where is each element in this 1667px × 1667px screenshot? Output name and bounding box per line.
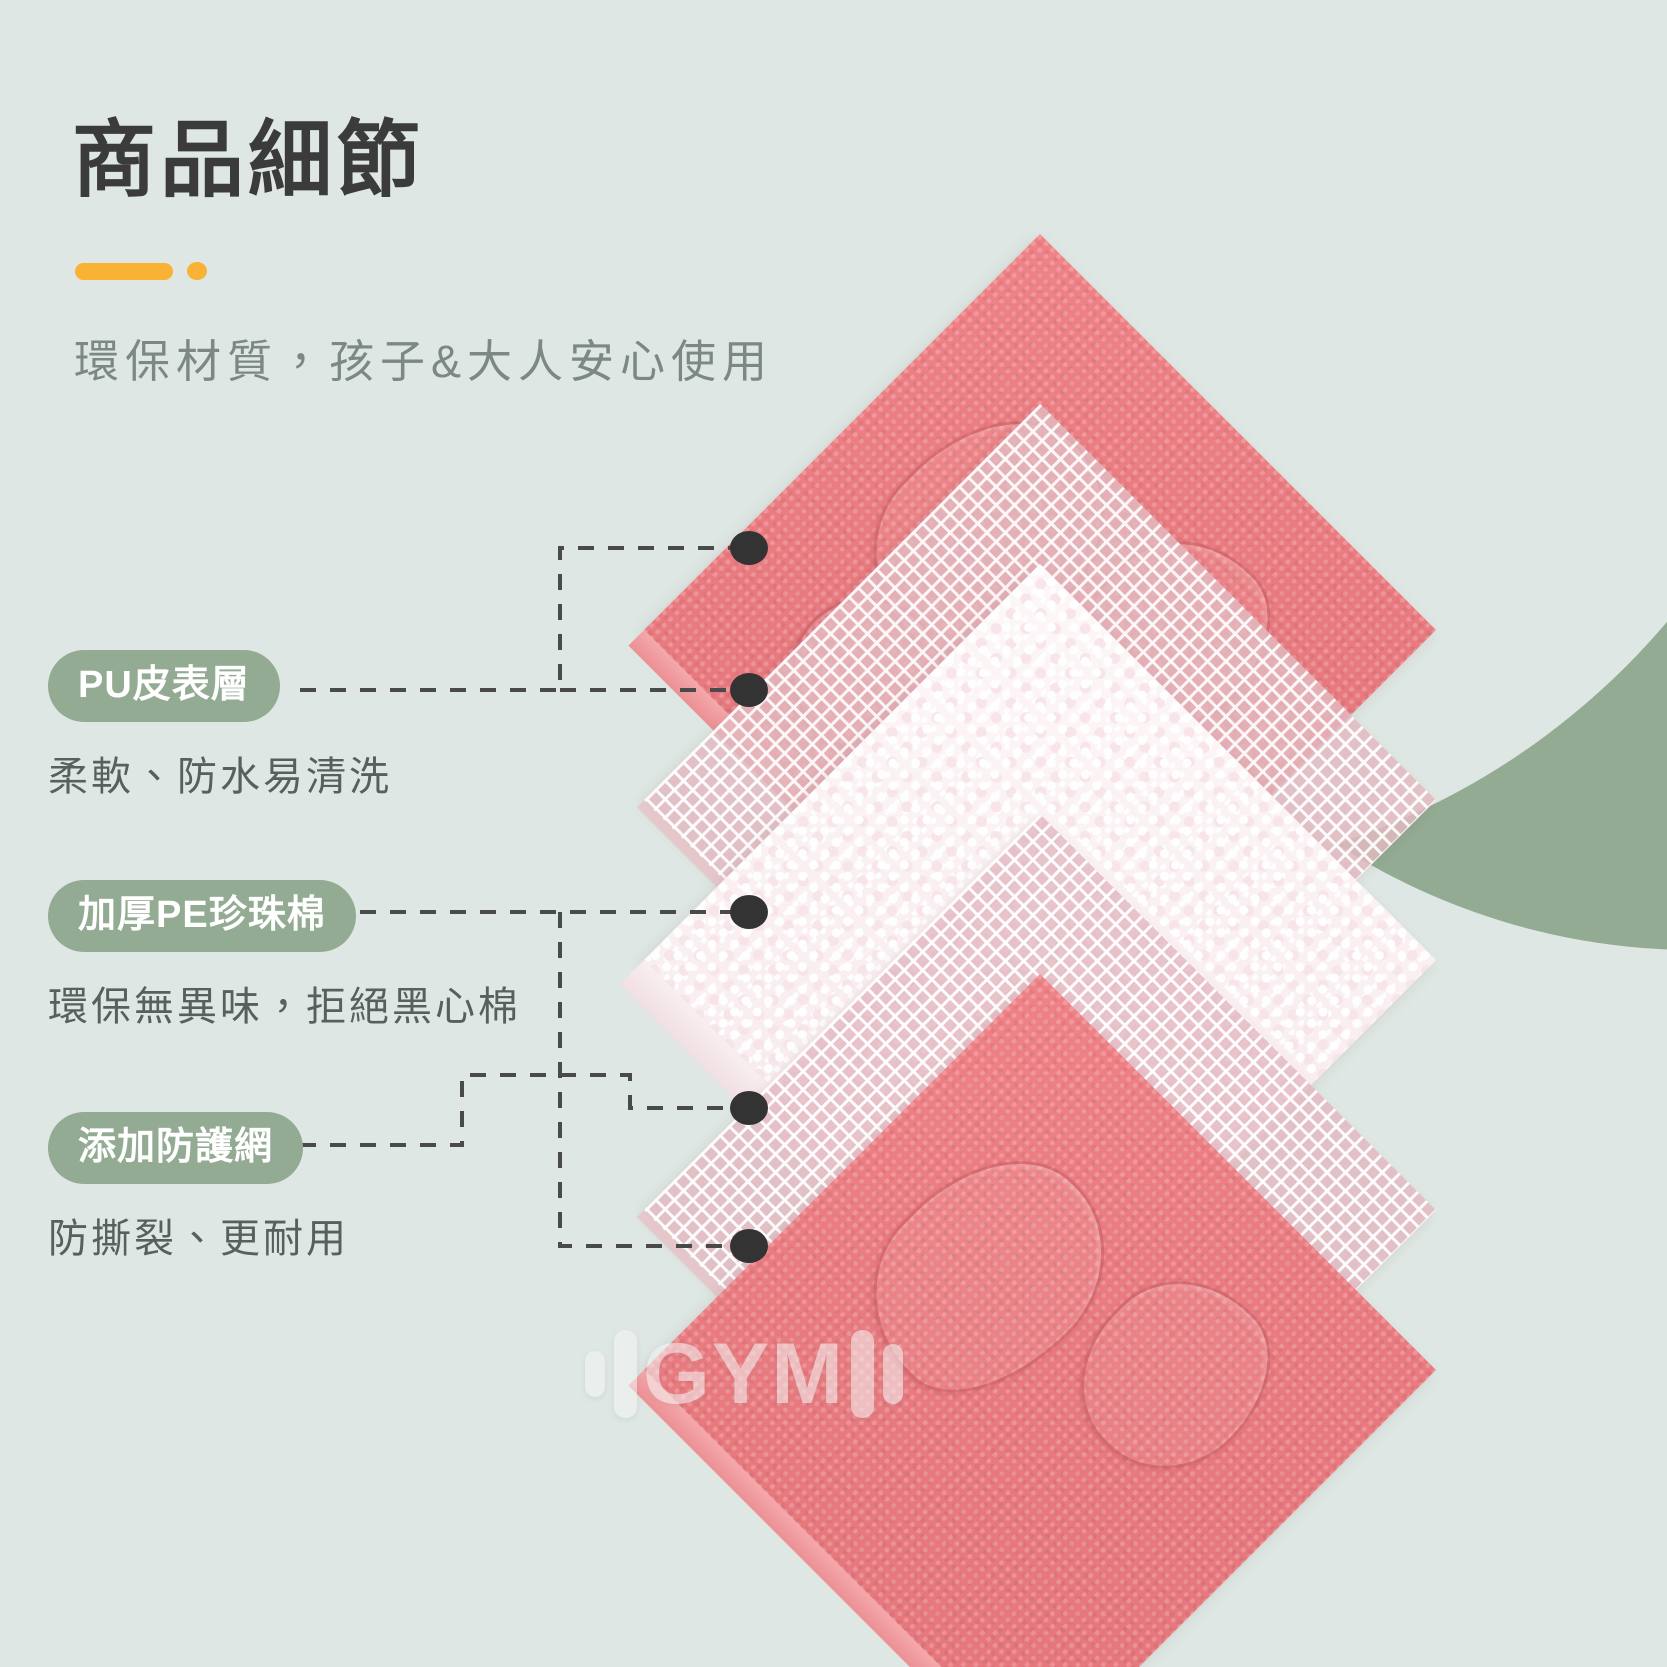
callout-badge-3[interactable]: 添加防護網 [48, 1112, 304, 1184]
callout-protective-net: 添加防護網 防撕裂、更耐用 [48, 1112, 349, 1264]
accent-bar [75, 262, 173, 280]
callout-pe-foam: 加厚PE珍珠棉 環保無異味，拒絕黑心棉 [48, 880, 521, 1032]
callout-pu-layer: PU皮表層 柔軟、防水易清洗 [48, 650, 392, 802]
callout-desc-2: 環保無異味，拒絕黑心棉 [48, 985, 521, 1029]
callout-badge-1[interactable]: PU皮表層 [48, 650, 280, 722]
page-title: 商品細節 [72, 113, 425, 207]
gym-watermark: GYM [585, 1330, 903, 1418]
callout-desc-1: 柔軟、防水易清洗 [48, 755, 392, 799]
watermark-text: GYM [643, 1326, 845, 1422]
dumbbell-left-icon [585, 1330, 637, 1418]
callout-badge-2[interactable]: 加厚PE珍珠棉 [48, 880, 356, 952]
page-subtitle: 環保材質，孩子&大人安心使用 [74, 336, 774, 387]
callout-desc-3: 防撕裂、更耐用 [48, 1217, 349, 1261]
accent-divider [75, 262, 207, 280]
dumbbell-right-icon [850, 1330, 903, 1418]
accent-dot [187, 262, 207, 280]
